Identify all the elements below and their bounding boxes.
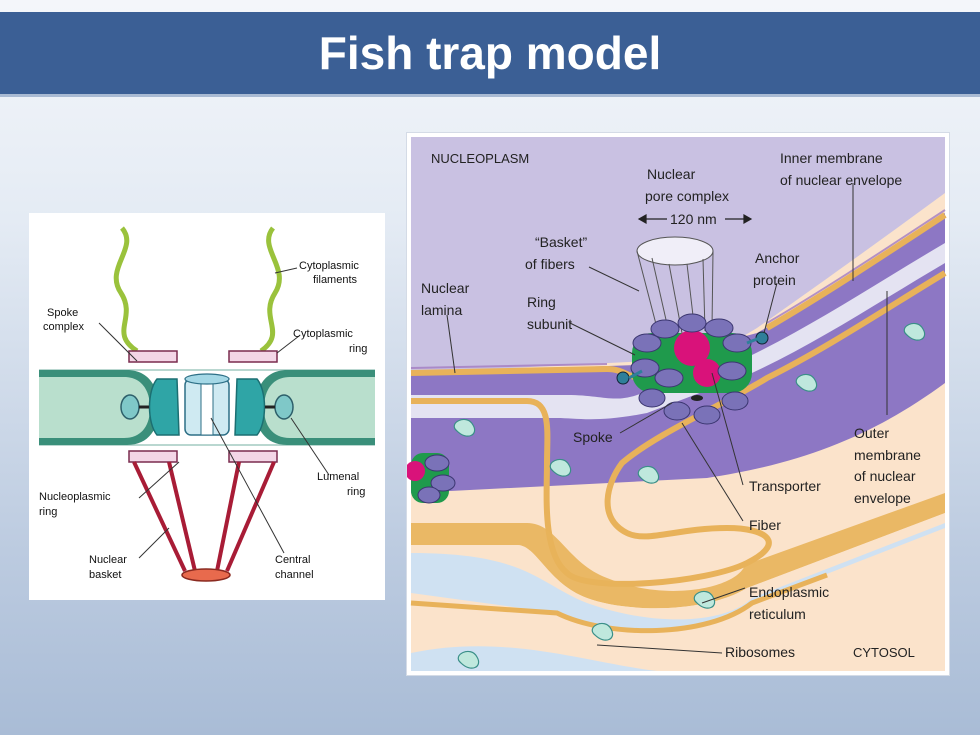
label-inner-membrane-1: Inner membrane: [780, 150, 883, 166]
label-fiber: Fiber: [749, 517, 781, 533]
label-nuclear-lamina-2: lamina: [421, 302, 462, 318]
label-nucleoplasm: NUCLEOPLASM: [431, 151, 529, 166]
ribosomes: [453, 322, 926, 669]
label-ring-subunit-2: subunit: [527, 316, 572, 332]
er-membrane: [411, 493, 945, 609]
label-nuclear-pore-complex-2: pore complex: [645, 188, 729, 204]
outer-membrane: [411, 270, 947, 587]
nuclear-basket: [132, 461, 276, 582]
left-diagram-panel: Cytoplasmic filaments Spoke complex Cyto…: [29, 213, 385, 600]
label-central-channel-2: channel: [275, 569, 314, 581]
label-transporter: Transporter: [749, 478, 821, 494]
label-lumenal-ring-1: Lumenal: [317, 471, 359, 483]
label-spoke-complex-2: complex: [43, 321, 84, 333]
label-lumenal-ring-2: ring: [347, 486, 365, 498]
label-width: 120 nm: [670, 211, 717, 227]
label-spoke-complex-1: Spoke: [47, 307, 78, 319]
label-nucleoplasmic-ring-1: Nucleoplasmic: [39, 491, 111, 503]
label-spoke: Spoke: [573, 429, 613, 445]
cytoplasmic-ring-left: [128, 350, 178, 363]
nuclear-pore-complex: [630, 313, 752, 425]
label-cytoplasmic-filaments-2: filaments: [313, 274, 358, 286]
slide-title: Fish trap model: [318, 27, 662, 79]
label-nuclear-pore-complex-1: Nuclear: [647, 166, 696, 182]
label-nuclear-basket-1: Nuclear: [89, 554, 127, 566]
nucleoplasmic-ring-left: [128, 450, 178, 463]
nuclear-lamina: [410, 209, 946, 369]
lumenal-ring-left: [120, 394, 140, 420]
cytoplasmic-filament-left: [113, 226, 139, 354]
label-outer-membrane-4: envelope: [854, 490, 911, 506]
cytoplasmic-filament-right: [259, 226, 282, 354]
label-outer-membrane-2: membrane: [854, 447, 921, 463]
title-bar: Fish trap model: [0, 12, 980, 94]
right-diagram-panel: NUCLEOPLASM Nuclear pore complex 120 nm …: [405, 133, 949, 675]
label-basket-2: of fibers: [525, 256, 575, 272]
second-pore-complex: [405, 453, 456, 504]
nuclear-pore-schematic: Cytoplasmic filaments Spoke complex Cyto…: [39, 226, 375, 582]
label-nuclear-lamina-1: Nuclear: [421, 280, 470, 296]
label-central-channel-1: Central: [275, 554, 310, 566]
label-outer-membrane-1: Outer: [854, 425, 889, 441]
cytoplasmic-ring-right: [228, 350, 278, 363]
label-cytoplasmic-ring-1: Cytoplasmic: [293, 328, 353, 340]
spoke-complex-right: [234, 378, 266, 436]
right-membrane-lumen: [264, 377, 375, 438]
width-arrow: [637, 213, 753, 225]
anchor-protein-left: [616, 371, 630, 385]
label-ring-subunit-1: Ring: [527, 294, 556, 310]
er-lumen: [411, 523, 945, 631]
label-cytoplasmic-filaments-1: Cytoplasmic: [299, 260, 359, 272]
label-cytosol: CYTOSOL: [853, 645, 915, 660]
label-nuclear-basket-2: basket: [89, 569, 121, 581]
nuclear-envelope-illustration: NUCLEOPLASM Nuclear pore complex 120 nm …: [405, 137, 947, 671]
left-membrane-lumen: [39, 377, 150, 438]
label-ribosomes: Ribosomes: [725, 644, 795, 660]
label-anchor-protein-2: protein: [753, 272, 796, 288]
label-anchor-protein-1: Anchor: [755, 250, 800, 266]
label-cytoplasmic-ring-2: ring: [349, 343, 367, 355]
label-er-1: Endoplasmic: [749, 584, 829, 600]
nucleoplasmic-ring-right: [228, 450, 278, 463]
label-basket-1: “Basket”: [535, 234, 587, 250]
spoke-complex-left: [148, 378, 180, 436]
label-er-2: reticulum: [749, 606, 806, 622]
lumenal-ring-right: [274, 394, 294, 420]
label-nucleoplasmic-ring-2: ring: [39, 506, 57, 518]
label-inner-membrane-2: of nuclear envelope: [780, 172, 902, 188]
anchor-protein-right: [755, 331, 769, 345]
label-outer-membrane-3: of nuclear: [854, 468, 916, 484]
